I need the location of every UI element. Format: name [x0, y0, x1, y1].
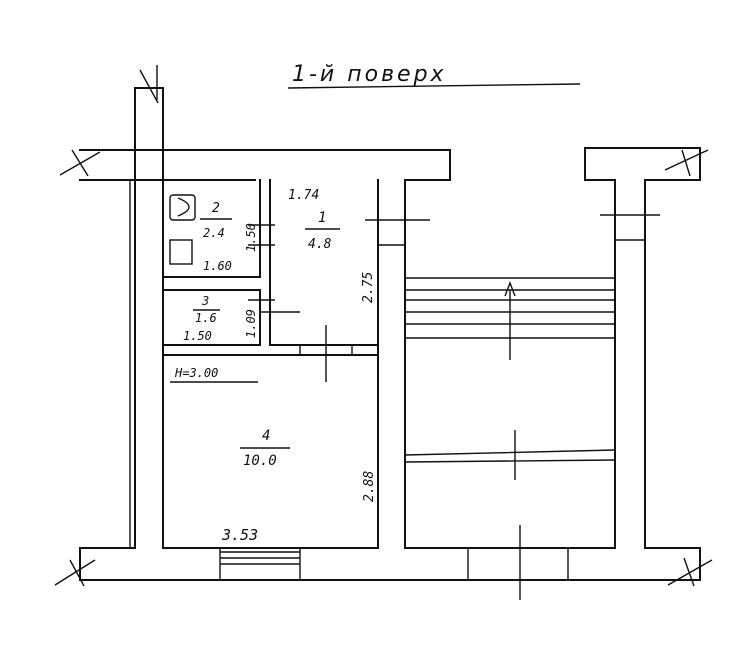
- room3-number: 3: [201, 294, 209, 308]
- room2-number: 2: [212, 201, 220, 216]
- toilet-icon: [169, 194, 196, 221]
- plan-title: 1-й поверх: [292, 62, 447, 87]
- room1-area: 4.8: [308, 237, 332, 252]
- interior-walls: [162, 179, 660, 549]
- room4-area: 10.0: [243, 453, 277, 469]
- room1-number: 1: [318, 210, 326, 226]
- room2-width: 1.60: [203, 259, 232, 273]
- room3-width: 1.50: [183, 329, 212, 343]
- fixtures: [169, 194, 196, 265]
- room4-number: 4: [262, 428, 270, 444]
- room3-length: 1.09: [244, 309, 258, 338]
- staircase: [404, 277, 616, 600]
- room2-area: 2.4: [203, 226, 225, 240]
- sink-icon: [169, 239, 193, 265]
- room4-width: 3.53: [221, 526, 258, 544]
- title-underline: [287, 83, 581, 89]
- section-markers: [54, 65, 713, 587]
- room4-length: 2.88: [362, 471, 377, 502]
- room4-height: H=3.00: [174, 366, 218, 380]
- room1-length: 2.75: [361, 272, 376, 303]
- room2-length: 1.50: [244, 223, 258, 252]
- outer-walls: [79, 87, 701, 581]
- room1-width: 1.74: [288, 188, 319, 203]
- stair-arrow-icon: [504, 281, 516, 297]
- room3-area: 1.6: [195, 311, 217, 325]
